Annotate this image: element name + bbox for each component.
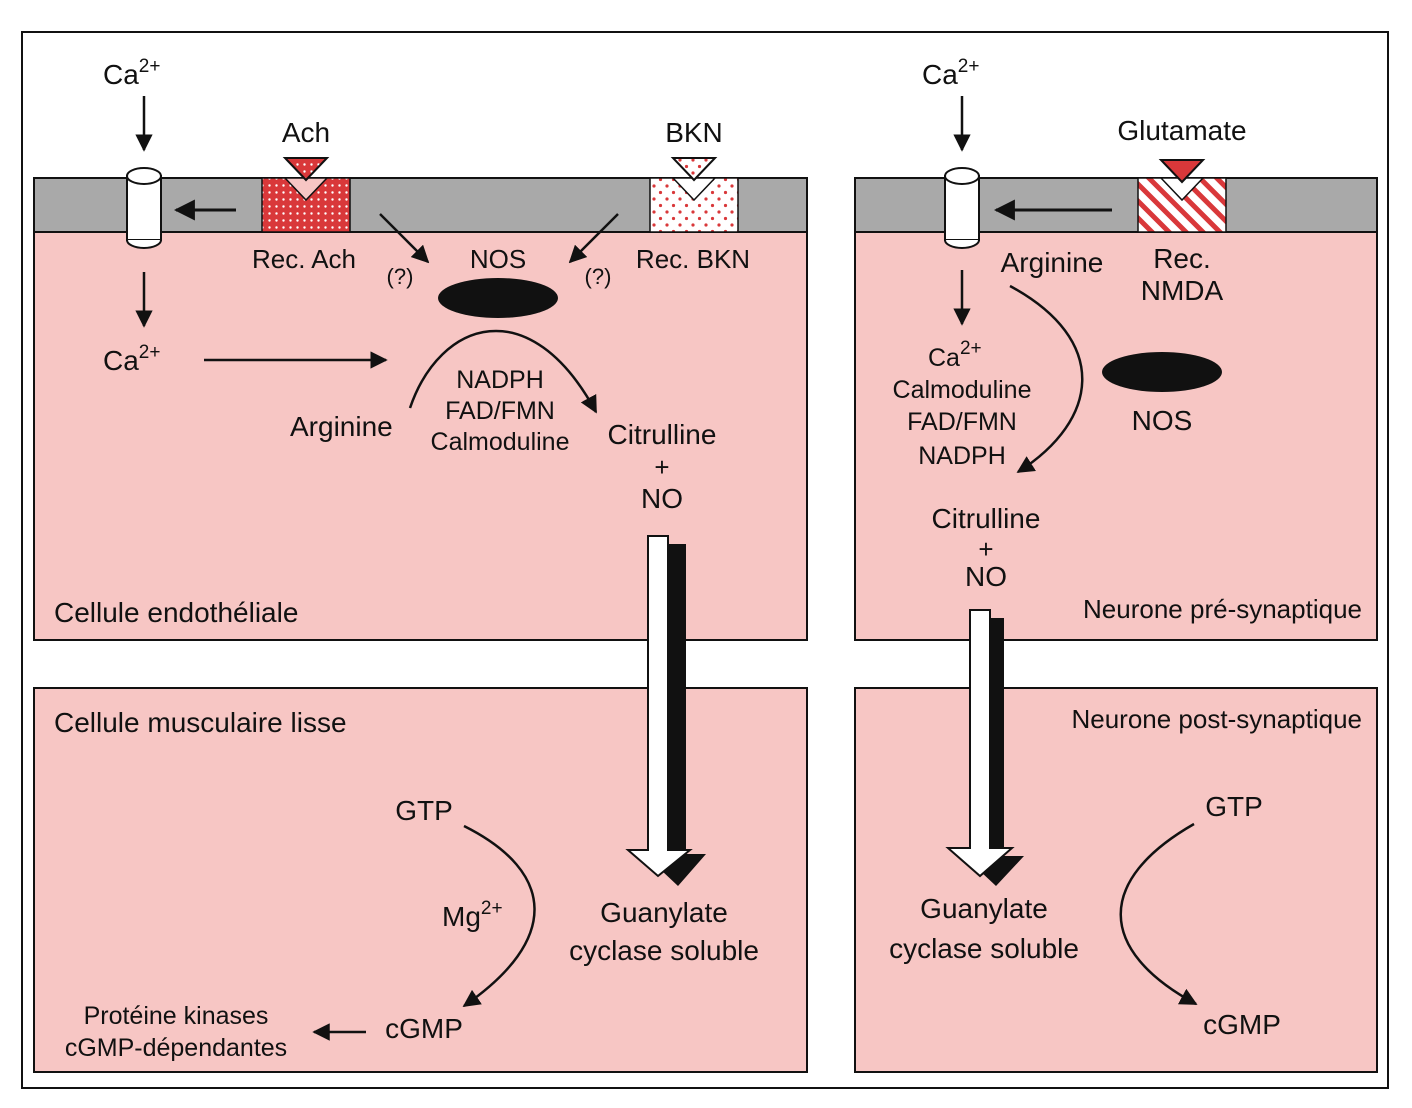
arginine-to-citrulline-arrow xyxy=(408,329,598,414)
calcium-channel-icon xyxy=(126,167,162,249)
bkn-label: BKN xyxy=(665,117,723,148)
smooth-muscle-cell-label: Cellule musculaire lisse xyxy=(54,707,347,738)
rec-bkn-label: Rec. BKN xyxy=(636,244,750,274)
mg-label: Mg2+ xyxy=(442,898,503,932)
kinases-line2: cGMP-dépendantes xyxy=(65,1034,287,1062)
presynaptic-membrane xyxy=(854,177,1378,233)
ca-top-right-label: Ca2+ xyxy=(922,56,979,90)
glutamate-ligand-icon xyxy=(1158,159,1206,184)
citrulline-label: Citrulline xyxy=(608,419,717,450)
outer-frame xyxy=(21,31,1389,1089)
postsynaptic-neuron xyxy=(854,687,1378,1073)
citrulline-right-label: Citrulline xyxy=(932,503,1041,534)
arginine-to-citrulline-right-arrow xyxy=(1009,284,1084,474)
cyclase-soluble-right-label: cyclase soluble xyxy=(889,933,1079,964)
ca-inside-right-label: Ca2+ xyxy=(928,338,982,372)
nos-enzyme-right-icon xyxy=(1102,352,1222,392)
cofactor-nadph: NADPH xyxy=(456,366,544,394)
postsynaptic-label: Neurone post-synaptique xyxy=(1071,704,1362,734)
presynaptic-label: Neurone pré-synaptique xyxy=(1083,594,1362,624)
ach-ligand-icon xyxy=(282,157,330,182)
nmda-label: NMDA xyxy=(1141,275,1224,306)
cofactor-calmoduline: Calmoduline xyxy=(431,428,570,456)
arginine-right-label: Arginine xyxy=(1001,247,1104,278)
cyclase-soluble-label: cyclase soluble xyxy=(569,935,759,966)
cgmp-right-label: cGMP xyxy=(1203,1009,1281,1040)
no-diffusion-arrow xyxy=(625,535,706,886)
rec-label: Rec. xyxy=(1153,243,1211,274)
guanylate-right-label: Guanylate xyxy=(920,893,1048,924)
plus-sign: + xyxy=(654,452,669,482)
cofactor-fad-fmn: FAD/FMN xyxy=(445,397,555,425)
presynaptic-neuron xyxy=(854,229,1378,641)
ca-inside-label: Ca2+ xyxy=(103,342,160,376)
cofactor-nadph-right: NADPH xyxy=(918,442,1006,470)
ach-label: Ach xyxy=(282,117,330,148)
endothelial-cell-label: Cellule endothéliale xyxy=(54,597,298,628)
calcium-channel-right-icon xyxy=(944,167,980,249)
no-diffusion-right-arrow xyxy=(945,609,1024,886)
rec-ach-label: Rec. Ach xyxy=(252,244,356,274)
question-right: (?) xyxy=(585,264,612,289)
cgmp-label: cGMP xyxy=(385,1013,463,1044)
plus-right-sign: + xyxy=(978,534,993,564)
bkn-ligand-icon xyxy=(670,157,718,182)
nos-label: NOS xyxy=(470,244,526,274)
gtp-to-cgmp-arrow xyxy=(462,824,536,1008)
bkn-to-nos-arrow xyxy=(568,213,619,264)
gtp-right-label: GTP xyxy=(1205,791,1263,822)
kinases-line1: Protéine kinases xyxy=(84,1002,269,1030)
glutamate-label: Glutamate xyxy=(1117,115,1246,146)
guanylate-label: Guanylate xyxy=(600,897,728,928)
ca-top-label: Ca2+ xyxy=(103,56,160,90)
cofactor-calmoduline-right: Calmoduline xyxy=(893,376,1032,404)
no-right-label: NO xyxy=(965,561,1007,592)
nos-enzyme-icon xyxy=(438,278,558,318)
gtp-label: GTP xyxy=(395,795,453,826)
arginine-label: Arginine xyxy=(290,411,393,442)
no-label: NO xyxy=(641,483,683,514)
gtp-to-cgmp-right-arrow xyxy=(1119,822,1198,1006)
question-left: (?) xyxy=(387,264,414,289)
ach-to-nos-arrow xyxy=(379,213,430,264)
cofactor-fad-fmn-right: FAD/FMN xyxy=(907,408,1017,436)
nos-right-label: NOS xyxy=(1132,405,1193,436)
